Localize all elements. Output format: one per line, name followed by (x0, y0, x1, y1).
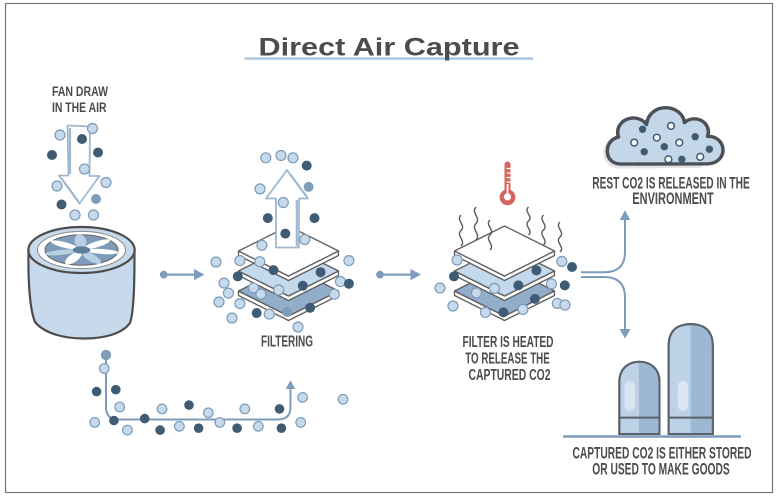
svg-text:OR USED TO MAKE GOODS: OR USED TO MAKE GOODS (592, 461, 730, 479)
svg-text:CAPTURED CO2: CAPTURED CO2 (469, 367, 551, 384)
svg-text:ENVIRONMENT: ENVIRONMENT (632, 189, 714, 208)
svg-text:CAPTURED CO2 IS EITHER STORED: CAPTURED CO2 IS EITHER STORED (573, 445, 752, 463)
svg-text:FAN DRAW: FAN DRAW (52, 84, 108, 99)
svg-text:Direct Air Capture: Direct Air Capture (259, 34, 520, 61)
svg-text:REST CO2 IS RELEASED IN THE: REST CO2 IS RELEASED IN THE (592, 174, 750, 193)
svg-text:FILTERING: FILTERING (261, 334, 313, 351)
svg-text:IN THE AIR: IN THE AIR (52, 100, 107, 115)
svg-text:FILTER IS HEATED: FILTER IS HEATED (463, 334, 554, 351)
svg-text:TO RELEASE THE: TO RELEASE THE (465, 351, 550, 368)
